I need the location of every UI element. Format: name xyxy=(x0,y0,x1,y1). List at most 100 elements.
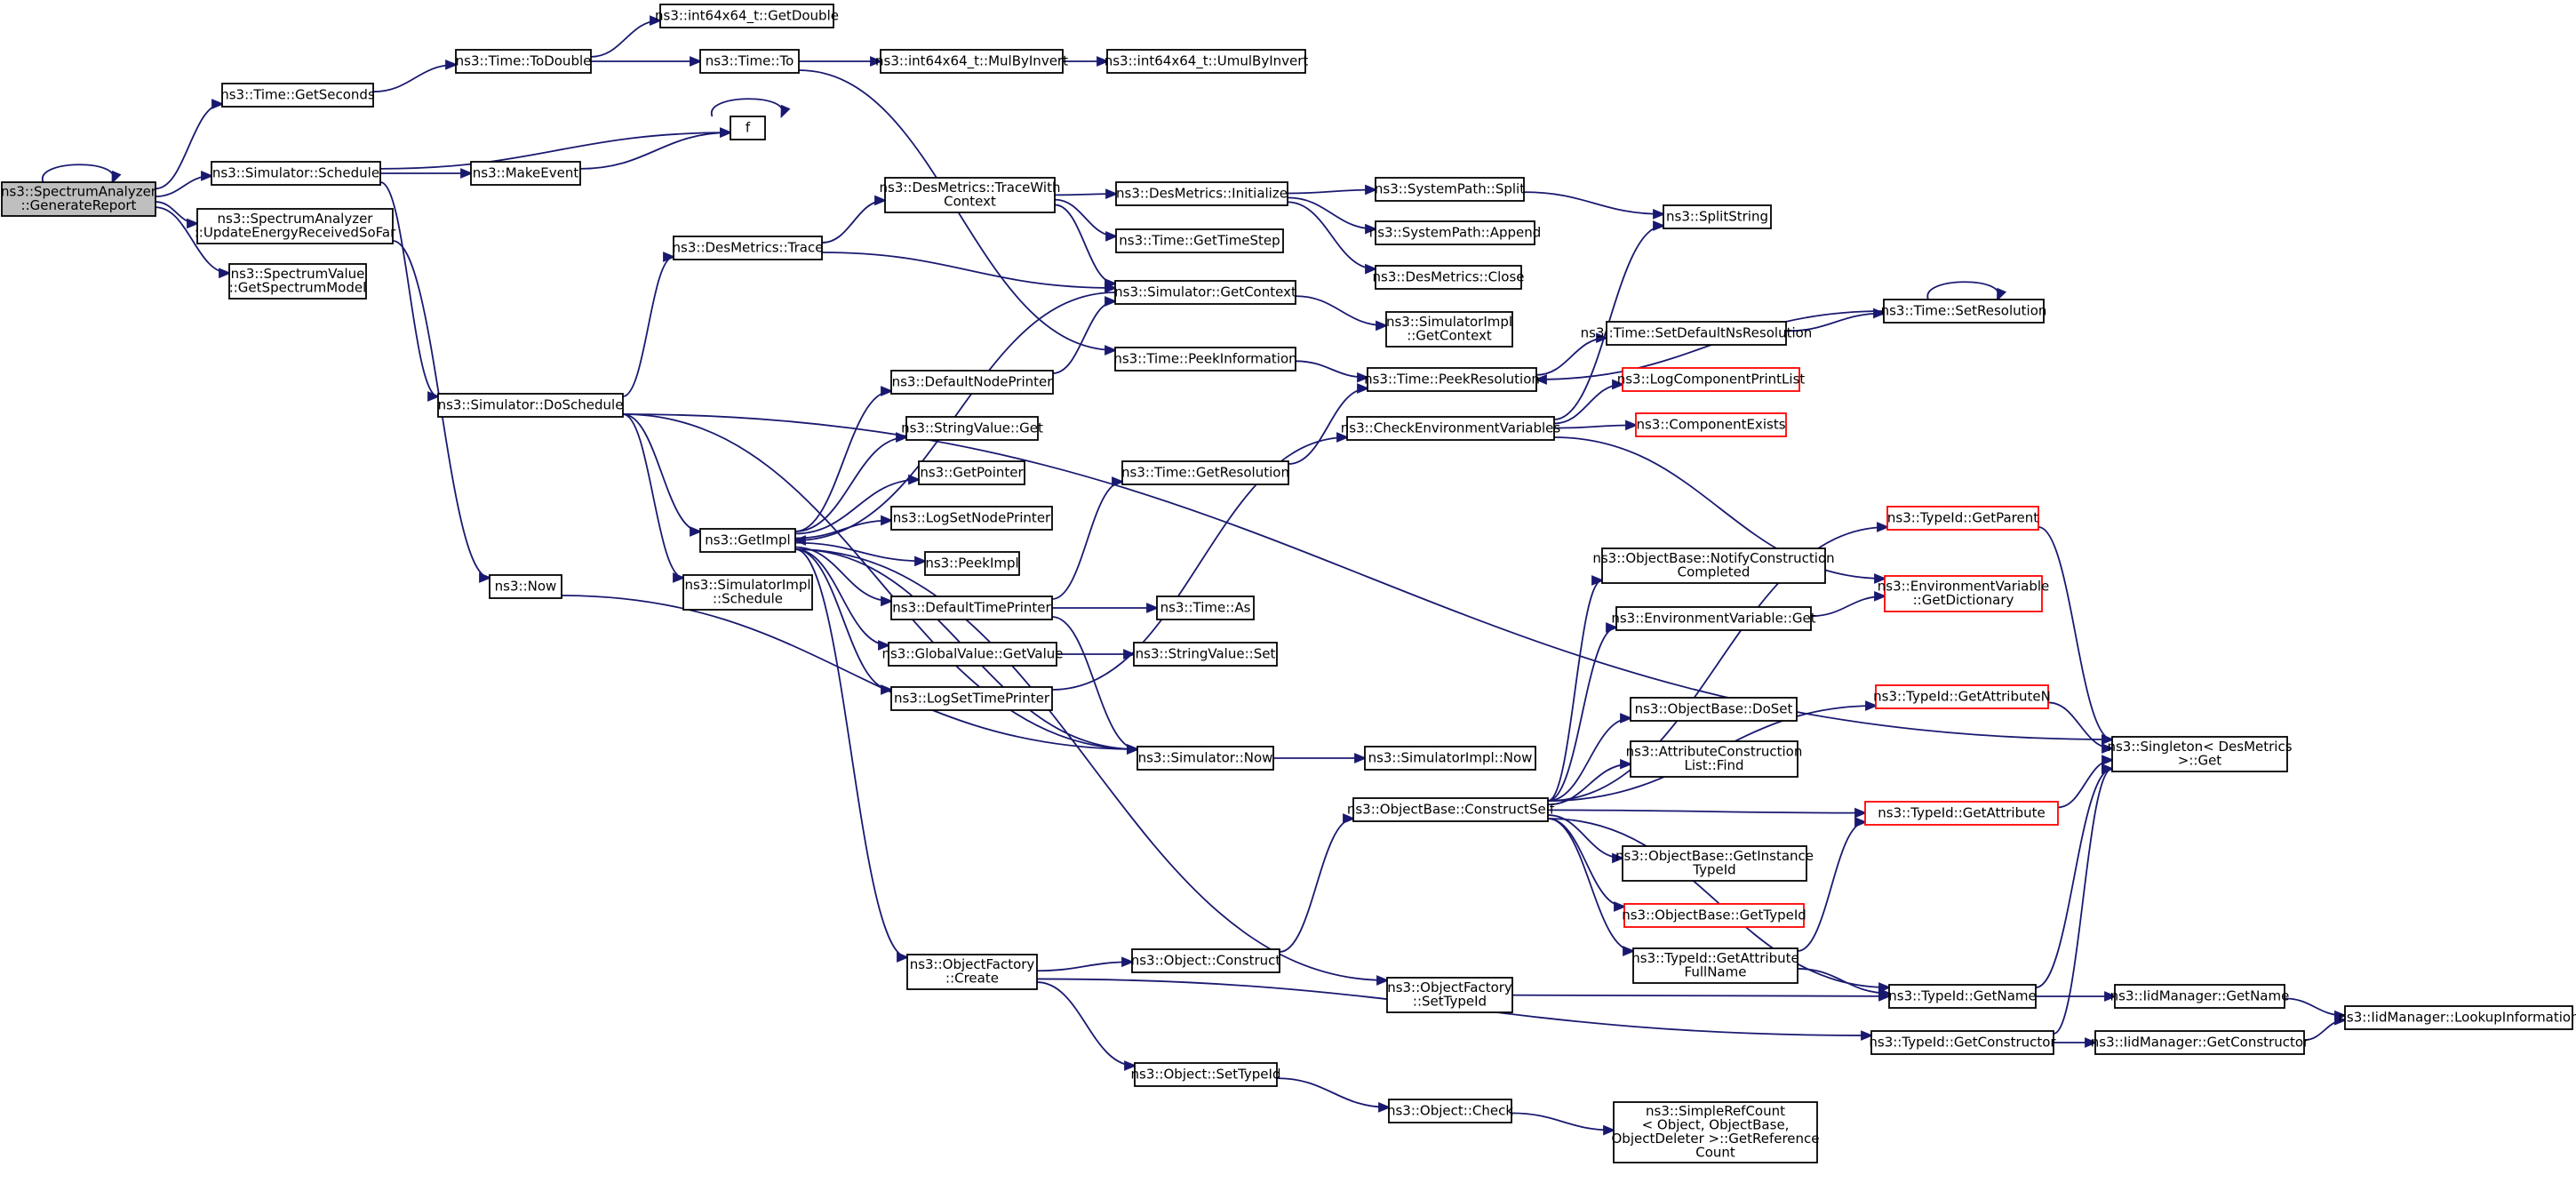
node-obgettid[interactable]: ns3::ObjectBase::GetTypeId xyxy=(1622,903,1806,928)
edge-line xyxy=(821,252,1116,289)
node-todouble[interactable]: ns3::Time::ToDouble xyxy=(455,49,592,74)
node-envget[interactable]: ns3::EnvironmentVariable::Get xyxy=(1611,606,1816,631)
node-tidgetparent[interactable]: ns3::TypeId::GetParent xyxy=(1886,506,2039,531)
node-obdoset[interactable]: ns3::ObjectBase::DoSet xyxy=(1630,697,1798,722)
node-box xyxy=(1886,506,2039,531)
node-upden[interactable]: ns3::SpectrumAnalyzer::UpdateEnergyRecei… xyxy=(195,208,396,244)
node-obconstruct[interactable]: ns3::ObjectBase::ConstructSelf xyxy=(1347,797,1555,822)
edge-arrowhead xyxy=(878,640,891,651)
node-label-line: ns3::Time::PeekResolution xyxy=(1364,371,1540,387)
edge-line xyxy=(1553,383,1623,425)
node-dmclose[interactable]: ns3::DesMetrics::Close xyxy=(1373,265,1525,290)
node-box xyxy=(888,642,1057,667)
node-i64getdouble[interactable]: ns3::int64x64_t::GetDouble xyxy=(655,4,839,28)
node-dminit[interactable]: ns3::DesMetrics::Initialize xyxy=(1115,181,1288,206)
node-iidgetname[interactable]: ns3::IidManager::GetName xyxy=(2110,984,2290,1009)
node-envgetdict[interactable]: ns3::EnvironmentVariable::GetDictionary xyxy=(1878,575,2049,612)
node-label-line: ns3::ObjectBase::DoSet xyxy=(1635,700,1793,716)
node-simimplsched[interactable]: ns3::SimulatorImpl::Schedule xyxy=(682,574,813,611)
node-makeevent[interactable]: ns3::MakeEvent xyxy=(470,161,581,186)
node-simimplgetctx[interactable]: ns3::SimulatorImpl::GetContext xyxy=(1385,311,1513,348)
node-f[interactable]: f xyxy=(730,116,766,140)
node-splitstring[interactable]: ns3::SplitString xyxy=(1663,204,1772,229)
node-timeas[interactable]: ns3::Time::As xyxy=(1156,596,1255,620)
node-dmtrace[interactable]: ns3::DesMetrics::Trace xyxy=(673,236,824,260)
node-iidlookup[interactable]: ns3::IidManager::LookupInformation xyxy=(2338,1005,2576,1030)
node-label-line: ns3::DesMetrics::Close xyxy=(1373,268,1525,284)
edge-arrowhead xyxy=(1343,813,1356,824)
node-iidgetctor[interactable]: ns3::IidManager::GetConstructor xyxy=(2091,1030,2309,1055)
node-label-line: ns3::LogSetNodePrinter xyxy=(893,509,1051,525)
node-label-line: ns3::TypeId::GetName xyxy=(1888,987,2036,1003)
node-tidgetattr[interactable]: ns3::TypeId::GetAttribute xyxy=(1864,801,2059,826)
node-gen[interactable]: ns3::SpectrumAnalyzer::GenerateReport xyxy=(1,181,157,217)
node-tidgetattrn[interactable]: ns3::TypeId::GetAttributeN xyxy=(1873,684,2051,709)
node-tidgetname[interactable]: ns3::TypeId::GetName xyxy=(1888,984,2037,1009)
node-peekinfo[interactable]: ns3::Time::PeekInformation xyxy=(1113,347,1297,372)
edge-obconstruct-to-envget xyxy=(1547,622,1619,802)
node-mulbyinv[interactable]: ns3::int64x64_t::MulByInvert xyxy=(875,49,1068,74)
node-label-line: ns3::SimpleRefCount xyxy=(1646,1103,1785,1119)
node-deftimeprinter[interactable]: ns3::DefaultTimePrinter xyxy=(890,596,1053,620)
node-compexists[interactable]: ns3::ComponentExists xyxy=(1635,412,1787,437)
node-simimplnow[interactable]: ns3::SimulatorImpl::Now xyxy=(1364,746,1536,771)
node-peekimpl[interactable]: ns3::PeekImpl xyxy=(924,551,1020,576)
edge-obconstruct-to-acfind xyxy=(1547,758,1633,806)
node-box xyxy=(924,551,1020,576)
node-label-line: >::Get xyxy=(2178,753,2222,769)
node-strvalget[interactable]: ns3::StringValue::Get xyxy=(901,416,1043,441)
node-setdefns[interactable]: ns3::Time::SetDefaultNsResolution xyxy=(1581,321,1813,346)
edge-arrowhead xyxy=(2101,743,2115,754)
node-setres[interactable]: ns3::Time::SetResolution xyxy=(1881,299,2047,324)
node-objconstruct[interactable]: ns3::Object::Construct xyxy=(1131,948,1281,973)
node-label-line: Completed xyxy=(1678,564,1751,580)
node-logsettime[interactable]: ns3::LogSetTimePrinter xyxy=(890,686,1053,711)
node-dosched[interactable]: ns3::Simulator::DoSchedule xyxy=(437,393,624,418)
node-timegetres[interactable]: ns3::Time::GetResolution xyxy=(1121,460,1289,485)
node-box xyxy=(1875,684,2049,709)
node-gvgetvalue[interactable]: ns3::GlobalValue::GetValue xyxy=(881,642,1064,667)
node-defnodeprinter[interactable]: ns3::DefaultNodePrinter xyxy=(890,370,1054,395)
node-getimpl[interactable]: ns3::GetImpl xyxy=(699,528,796,553)
node-singleton[interactable]: ns3::Singleton< DesMetrics>::Get xyxy=(2107,736,2293,772)
node-ofcreate[interactable]: ns3::ObjectFactory::Create xyxy=(906,954,1038,990)
node-peekres[interactable]: ns3::Time::PeekResolution xyxy=(1364,367,1540,392)
node-getspecmodel[interactable]: ns3::SpectrumValue::GetSpectrumModel xyxy=(228,263,367,300)
node-nsnow[interactable]: ns3::Now xyxy=(489,574,562,599)
node-srcgetref[interactable]: ns3::SimpleRefCount< Object, ObjectBase,… xyxy=(1611,1101,1820,1163)
node-logcompprint[interactable]: ns3::LogComponentPrintList xyxy=(1617,367,1806,392)
node-label-line: ::Create xyxy=(945,971,999,987)
edge-getsec-to-todouble xyxy=(372,59,459,93)
node-umulbyinv[interactable]: ns3::int64x64_t::UmulByInvert xyxy=(1105,49,1309,74)
node-getpointer[interactable]: ns3::GetPointer xyxy=(918,460,1025,485)
node-label-line: ns3::int64x64_t::GetDouble xyxy=(655,7,839,24)
node-simnow[interactable]: ns3::Simulator::Now xyxy=(1136,746,1274,771)
node-simgetctx[interactable]: ns3::Simulator::GetContext xyxy=(1114,280,1296,305)
node-objsettid[interactable]: ns3::Object::SetTypeId xyxy=(1131,1062,1281,1087)
node-simsched[interactable]: ns3::Simulator::Schedule xyxy=(211,161,381,186)
edge-line xyxy=(794,436,907,532)
node-logsetnode[interactable]: ns3::LogSetNodePrinter xyxy=(890,506,1053,531)
edge-arrowhead xyxy=(1105,188,1119,199)
node-strvalset[interactable]: ns3::StringValue::Set xyxy=(1133,642,1278,667)
node-timeto[interactable]: ns3::Time::To xyxy=(699,49,800,74)
edge-tidgetattrn-to-singleton xyxy=(2047,701,2115,754)
node-ofsettid[interactable]: ns3::ObjectFactory::SetTypeId xyxy=(1386,977,1513,1013)
edge-arrowhead xyxy=(720,127,733,138)
node-tidgetctor[interactable]: ns3::TypeId::GetConstructor xyxy=(1869,1030,2056,1055)
edge-arrowhead xyxy=(1365,263,1378,275)
node-gettimestep[interactable]: ns3::Time::GetTimeStep xyxy=(1115,228,1284,253)
node-checkenv[interactable]: ns3::CheckEnvironmentVariables xyxy=(1341,416,1561,441)
node-spsplit[interactable]: ns3::SystemPath::Split xyxy=(1375,177,1525,202)
edge-arrowhead xyxy=(663,252,676,262)
node-getsec[interactable]: ns3::Time::GetSeconds xyxy=(220,83,375,108)
node-spappend[interactable]: ns3::SystemPath::Append xyxy=(1369,220,1542,245)
node-label-line: ns3::Simulator::DoSchedule xyxy=(438,396,624,412)
edge-getimpl-to-defnodeprinter xyxy=(794,386,894,532)
node-objcheck[interactable]: ns3::Object::Check xyxy=(1387,1099,1513,1123)
node-obnotify[interactable]: ns3::ObjectBase::NotifyConstructionCompl… xyxy=(1592,548,1835,584)
